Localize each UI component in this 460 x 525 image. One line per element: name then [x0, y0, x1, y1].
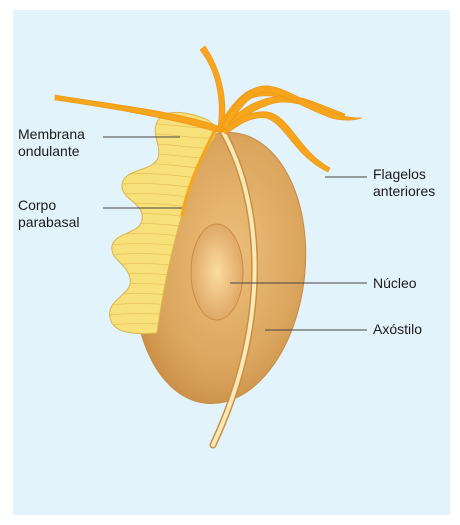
label-membrana-ondulante: Membrana ondulante	[18, 126, 85, 160]
label-corpo-line1: Corpo	[18, 197, 80, 214]
label-flagelos-line2: anteriores	[373, 183, 435, 200]
nucleus	[191, 224, 243, 320]
label-corpo-line2: parabasal	[18, 214, 80, 231]
label-membrana-line2: ondulante	[18, 143, 85, 160]
label-nucleo: Núcleo	[373, 275, 417, 292]
label-flagelos-line1: Flagelos	[373, 166, 435, 183]
label-axostilo: Axóstilo	[373, 321, 422, 338]
label-corpo-parabasal: Corpo parabasal	[18, 197, 80, 231]
label-flagelos-anteriores: Flagelos anteriores	[373, 166, 435, 200]
label-membrana-line1: Membrana	[18, 126, 85, 143]
